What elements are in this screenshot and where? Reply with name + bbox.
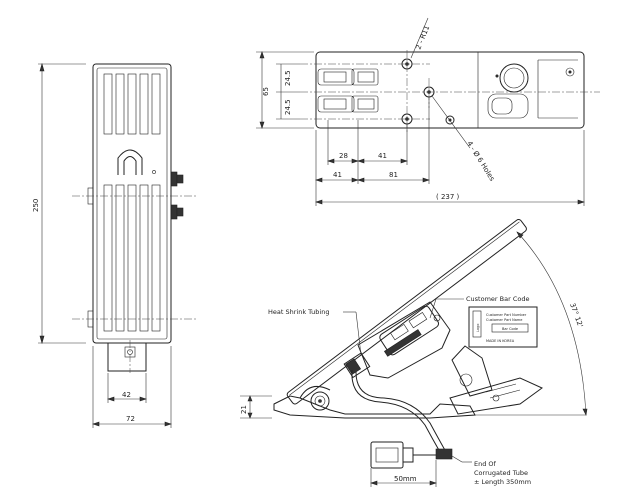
sensor-housing	[487, 59, 578, 119]
dim-radius: 2 - R11	[414, 24, 431, 50]
pedal-ribs-bottom	[103, 184, 161, 332]
dim-offset-b: 24.5	[284, 99, 292, 115]
sensor-assembly	[343, 301, 543, 415]
callout-corrugated-tube: Corrugated Tube	[474, 469, 528, 477]
dim-height-65: 65	[262, 87, 270, 96]
callout-customer-bar-code: Customer Bar Code	[466, 295, 529, 303]
callouts: Heat Shrink Tubing Customer Bar Code End…	[268, 295, 531, 486]
dim-overall-height: 250	[32, 199, 40, 212]
cable-connector	[370, 441, 436, 469]
dim-foot-width: 42	[122, 391, 131, 399]
dim-offset-a: 24.5	[284, 70, 292, 86]
dim-holes: 4 - Ø 6 Holes	[465, 140, 496, 183]
callout-end-of: End Of	[474, 460, 497, 468]
label-line2: Customer Part Name	[486, 318, 522, 322]
dim-spacing-81: 81	[389, 171, 398, 179]
dim-spacing-28: 28	[339, 152, 348, 160]
label-card: Logo Customer Part Number Customer Part …	[468, 306, 538, 348]
callout-length: ± Length 350mm	[474, 478, 531, 486]
dim-spacing-41-bottom: 41	[333, 171, 342, 179]
label-footer: MADE IN KOREA	[486, 339, 515, 343]
brand-logo	[117, 149, 156, 175]
front-view: 250 42 72	[32, 62, 196, 428]
connector-slots	[317, 68, 379, 113]
side-view: 50mm 21 37° 12'	[240, 218, 588, 487]
dim-spacing-41-top: 41	[378, 152, 387, 160]
label-logo: Logo	[476, 324, 480, 332]
label-line1: Customer Part Number	[486, 313, 527, 317]
dim-tube-length: 50mm	[394, 475, 417, 483]
dim-base-height: 21	[240, 405, 248, 414]
top-view: 2 - R11 4 - Ø 6 Holes 65 24.5 24.5 28 41	[256, 17, 600, 206]
dim-overall-width: 72	[126, 415, 135, 423]
mounting-holes	[401, 58, 455, 125]
callout-heat-shrink: Heat Shrink Tubing	[268, 308, 329, 316]
dim-overall-length: ( 237 )	[436, 193, 460, 201]
pedal-ribs-top	[103, 73, 161, 135]
label-barcode: Bar Code	[502, 327, 518, 331]
